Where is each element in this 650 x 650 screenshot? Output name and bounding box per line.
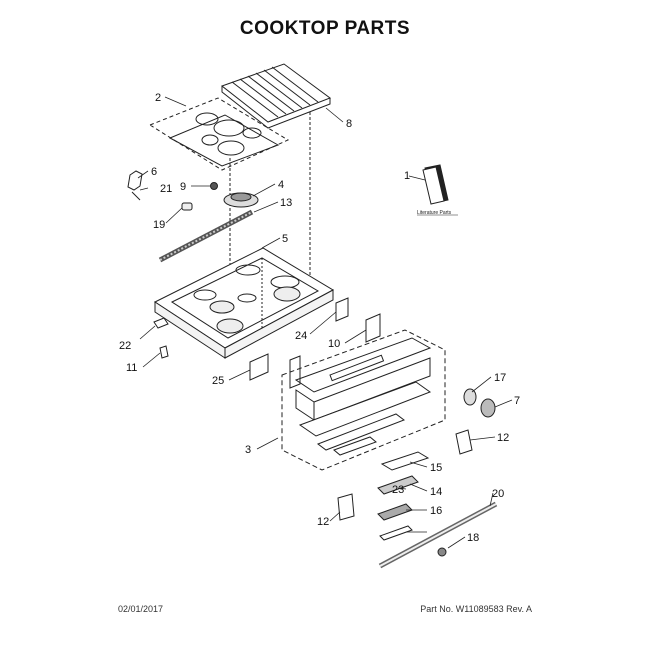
callout-12b: 12 <box>317 516 329 528</box>
footer-part-info: Part No. W11089583 Rev. A <box>420 604 532 614</box>
callout-24: 24 <box>295 330 307 342</box>
heat-shield-part[interactable] <box>249 353 269 381</box>
callout-22: 22 <box>119 340 131 352</box>
burner-part[interactable] <box>223 192 259 208</box>
callout-2: 2 <box>155 92 161 104</box>
literature-part[interactable] <box>422 164 449 205</box>
callout-8: 8 <box>346 118 352 130</box>
callout-14: 14 <box>430 486 442 498</box>
footer-date: 02/01/2017 <box>118 604 164 614</box>
callout-9: 9 <box>180 181 186 193</box>
callout-12: 12 <box>497 432 509 444</box>
callout-11: 11 <box>126 362 137 374</box>
callout-4: 4 <box>278 179 284 191</box>
callout-18: 18 <box>467 532 479 544</box>
control-panel-assembly[interactable] <box>281 329 446 471</box>
callout-17: 17 <box>494 372 506 384</box>
screw-part[interactable] <box>437 547 447 557</box>
grate-part[interactable] <box>220 63 332 129</box>
callout-10: 10 <box>328 338 340 350</box>
screw-part[interactable] <box>210 182 218 190</box>
knob-part[interactable] <box>463 388 496 418</box>
callout-25: 25 <box>212 375 224 387</box>
callout-5: 5 <box>282 233 288 245</box>
callout-labels: 1 2 3 4 5 6 7 8 9 10 11 12 12 13 14 15 1… <box>119 92 520 544</box>
end-cap-part[interactable] <box>337 493 355 521</box>
cooktop-glass-part[interactable] <box>148 97 290 171</box>
callout-3: 3 <box>245 444 251 456</box>
valve-clip-part[interactable] <box>153 317 169 359</box>
callout-23: 23 <box>392 484 404 496</box>
leader-lines <box>137 96 513 549</box>
trim-strip-part[interactable] <box>378 501 498 569</box>
callout-13: 13 <box>280 197 292 209</box>
spacer-part[interactable] <box>181 202 193 211</box>
callout-16: 16 <box>430 505 442 517</box>
callout-15: 15 <box>430 462 442 474</box>
callout-6: 6 <box>151 166 157 178</box>
bracket-part[interactable] <box>335 297 381 343</box>
callout-1: 1 <box>404 170 410 182</box>
literature-caption: Literature Parts <box>417 210 452 216</box>
callout-19: 19 <box>153 219 165 231</box>
gasket-part[interactable] <box>158 209 254 263</box>
callout-7: 7 <box>514 395 520 407</box>
callout-20: 20 <box>492 488 504 500</box>
callout-21: 21 <box>160 183 172 195</box>
end-cap-part[interactable] <box>455 429 473 455</box>
igniter-bracket-part[interactable] <box>127 170 143 201</box>
page-title: COOKTOP PARTS <box>239 18 411 39</box>
burner-box-part[interactable] <box>153 247 335 359</box>
